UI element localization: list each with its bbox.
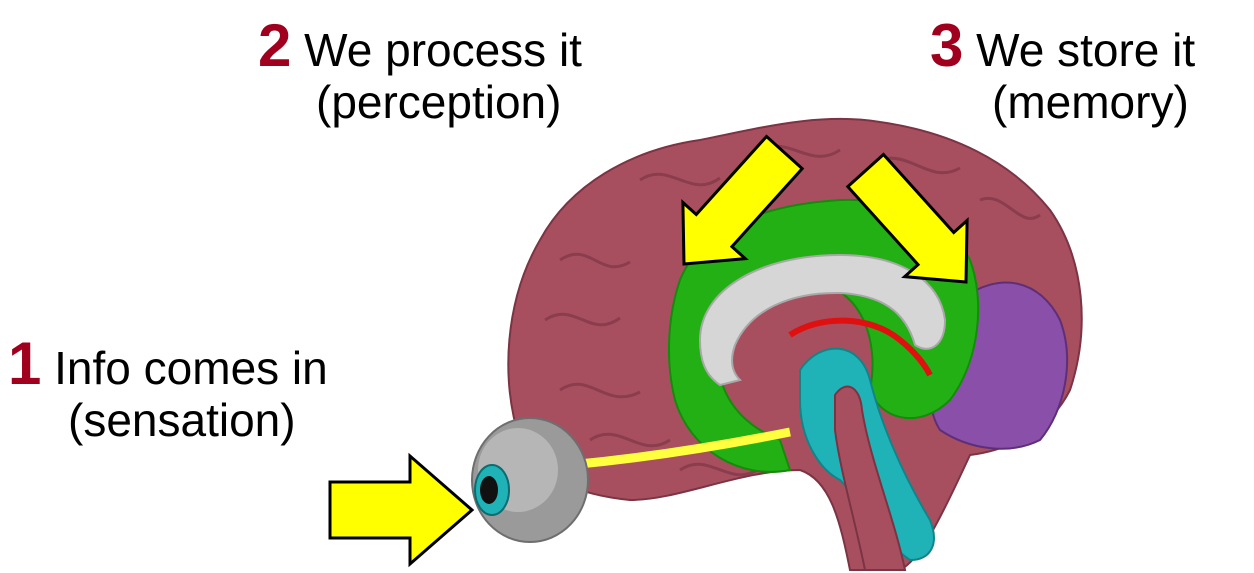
step-3-line1: We store it <box>976 24 1195 76</box>
step-1-line1: Info comes in <box>54 342 328 394</box>
arrow-sensation <box>330 456 472 564</box>
step-3-number: 3 <box>930 12 963 79</box>
step-2-line1: We process it <box>304 24 582 76</box>
step-2-label: 2 We process it (perception) <box>258 20 582 128</box>
step-1-number: 1 <box>8 330 41 397</box>
eye-illustration <box>472 418 588 542</box>
step-2-number: 2 <box>258 12 291 79</box>
step-3-label: 3 We store it (memory) <box>930 20 1195 128</box>
step-2-line2: (perception) <box>316 76 582 128</box>
step-3-line2: (memory) <box>992 76 1195 128</box>
step-1-label: 1 Info comes in (sensation) <box>8 338 328 446</box>
step-1-line2: (sensation) <box>68 394 328 446</box>
